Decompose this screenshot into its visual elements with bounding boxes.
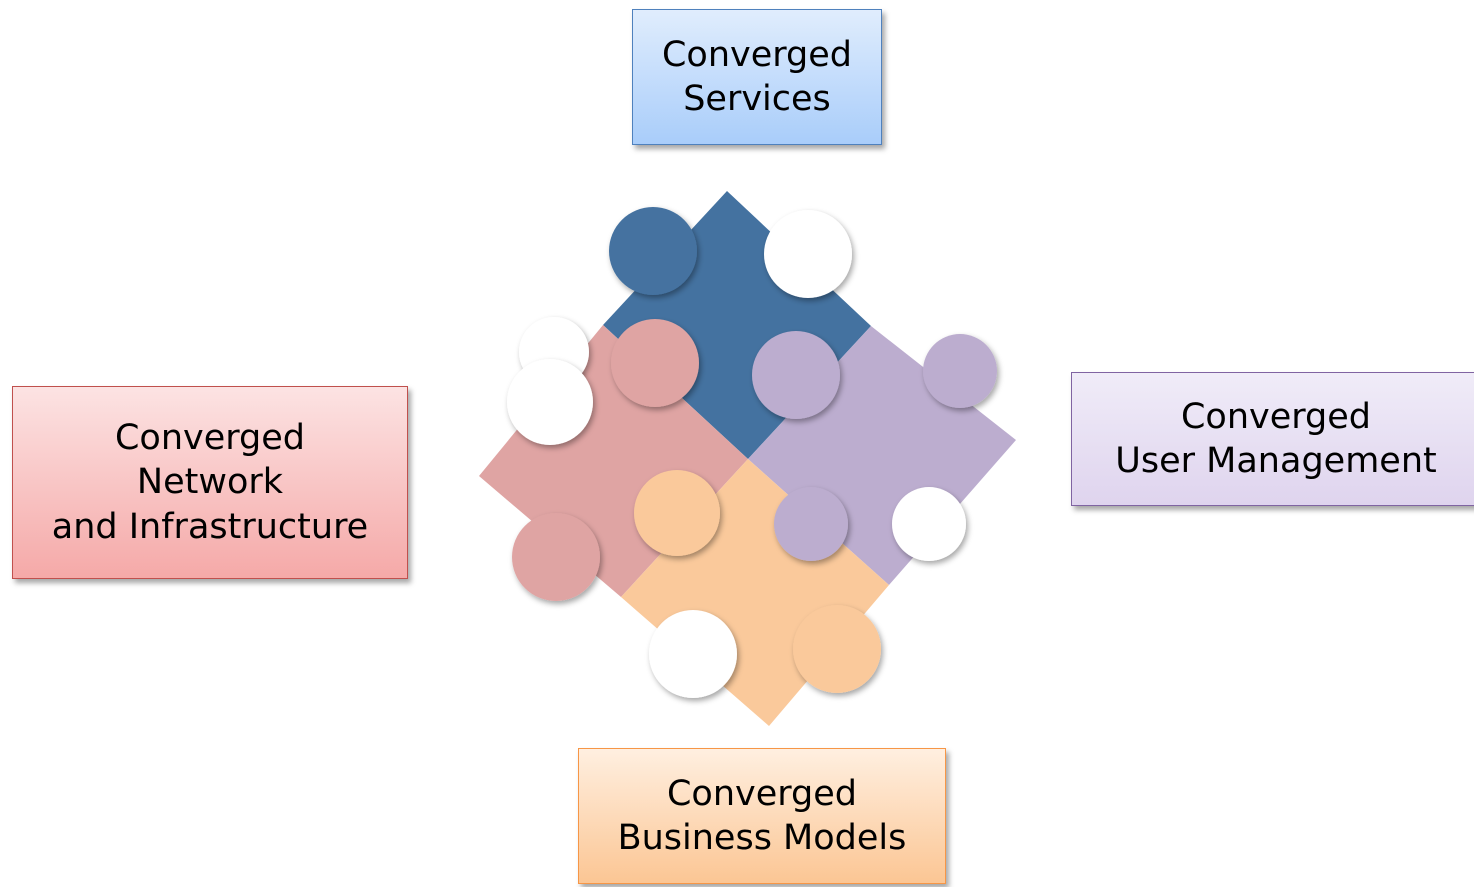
knob-user-bottom <box>774 487 848 561</box>
hole-business-left <box>649 610 737 698</box>
hole-network-left <box>507 359 593 445</box>
puzzle-piece-user <box>748 326 1016 585</box>
knob-business-right <box>793 605 881 693</box>
business-line-2: Business Models <box>617 818 907 858</box>
puzzle-piece-services <box>603 191 871 459</box>
services-line-2: Services <box>683 79 831 119</box>
user-line-2: User Management <box>1115 441 1437 481</box>
business-line-1: Converged <box>666 773 857 814</box>
knob-user-top <box>752 331 840 419</box>
puzzle-piece-network <box>479 325 748 597</box>
network-line-2: Network <box>136 462 284 503</box>
converged-business-models-box: Converged Business Models <box>578 748 946 884</box>
services-line-1: Converged <box>661 34 853 75</box>
knob-network-top <box>611 319 699 407</box>
knob-services-left <box>609 207 697 295</box>
network-line-1: Converged <box>114 418 305 459</box>
network-line-3: and Infrastructure <box>51 506 369 547</box>
knob-business-top <box>634 470 720 556</box>
converged-services-box: Converged Services <box>632 9 882 145</box>
user-line-1: Converged <box>1180 396 1372 437</box>
hole-services-right <box>764 210 852 298</box>
hole-user-bottom-right <box>892 487 966 561</box>
knob-user-right <box>923 334 997 408</box>
converged-network-box: Converged Network and Infrastructure <box>12 386 408 579</box>
converged-user-management-box: Converged User Management <box>1071 372 1474 506</box>
hole-network-top-back <box>519 317 589 387</box>
puzzle-piece-business <box>621 459 889 726</box>
knob-network-bottom <box>512 513 600 601</box>
